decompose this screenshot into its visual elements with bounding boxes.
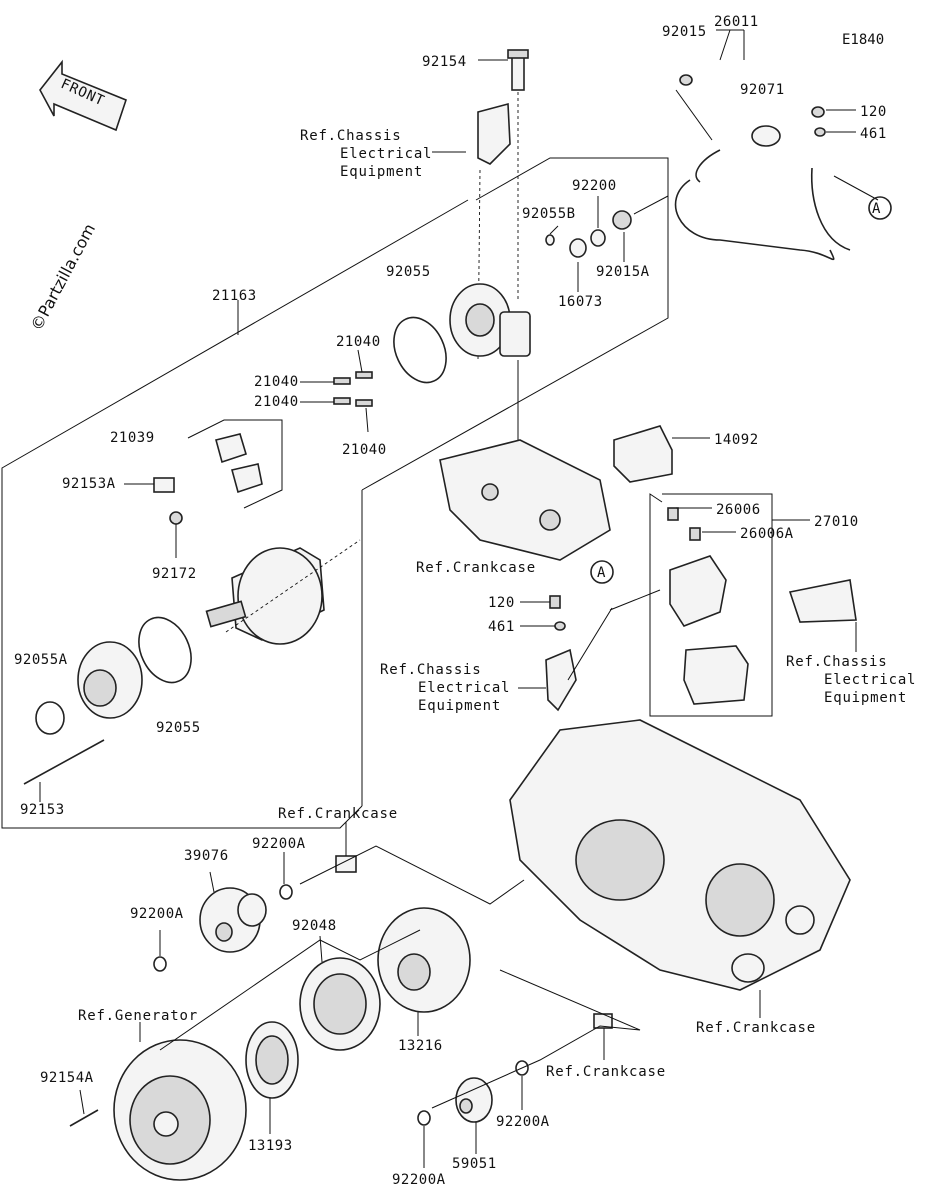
label-92154a: 92154A <box>40 1070 94 1086</box>
ref-chassis-top-line3: Equipment <box>340 164 423 180</box>
ref-generator: Ref.Generator <box>78 1008 198 1024</box>
o-ring-92055a <box>35 701 65 735</box>
label-92048: 92048 <box>292 918 337 934</box>
ref-chassis-top-line1: Ref.Chassis <box>300 128 402 144</box>
label-26011: 26011 <box>714 14 759 30</box>
label-16073: 16073 <box>558 294 603 310</box>
label-26006a: 26006A <box>740 526 794 542</box>
relay-mount-bracket-part <box>518 595 613 712</box>
copyright-watermark: ©Partzilla.com <box>27 220 99 333</box>
label-92200a-a: 92200A <box>252 836 306 852</box>
relay-cover-14092-part <box>613 425 710 483</box>
starter-idle-gear-39076-part <box>199 871 267 953</box>
thrust-plate-92048-part <box>299 935 381 1051</box>
ref-chassis-mid-line3: Equipment <box>418 698 501 714</box>
ref-chassis-mid-line2: Electrical <box>418 680 510 696</box>
label-92200a-c: 92200A <box>496 1114 550 1130</box>
label-120-mid: 120 <box>488 595 515 611</box>
generator-rotor-ref-part <box>113 929 421 1181</box>
one-way-clutch-13193-part <box>245 1021 299 1134</box>
chassis-bracket-right <box>788 579 857 652</box>
front-arrow-icon: FRONT <box>39 59 127 132</box>
ref-crankcase-mid: Ref.Crankcase <box>416 560 536 576</box>
label-92055a: 92055A <box>14 652 68 668</box>
ref-chassis-right-line3: Equipment <box>824 690 907 706</box>
label-59051: 59051 <box>452 1156 497 1172</box>
bolt-92153-part <box>23 739 105 802</box>
crankcase-ref-part <box>509 719 851 1018</box>
starter-gear-13216-part <box>377 907 471 1036</box>
label-461-mid: 461 <box>488 619 515 635</box>
ref-chassis-top-line2: Electrical <box>340 146 432 162</box>
crankcase-cover-ref-part <box>439 439 611 561</box>
brush-springs <box>300 349 373 433</box>
o-ring-92055-top <box>393 316 447 384</box>
ref-crankcase-right: Ref.Crankcase <box>696 1020 816 1036</box>
label-461-top: 461 <box>860 126 887 142</box>
label-26006: 26006 <box>716 502 761 518</box>
label-21040-b: 21040 <box>254 374 299 390</box>
bolt-92154-part <box>478 49 529 300</box>
washer-92200a-left <box>153 956 167 972</box>
callout-a-relay: A <box>597 565 606 581</box>
label-92200: 92200 <box>572 178 617 194</box>
callout-a-main: A <box>872 201 881 217</box>
terminal-washers <box>545 195 669 292</box>
label-92071: 92071 <box>740 82 785 98</box>
label-92200a-b: 92200A <box>130 906 184 922</box>
label-21040-a: 21040 <box>336 334 381 350</box>
starter-front-cover-part <box>77 641 143 719</box>
label-39076: 39076 <box>184 848 229 864</box>
label-21040-d: 21040 <box>342 442 387 458</box>
bolt-92154a-part <box>69 1089 99 1127</box>
diagram-code: E1840 <box>842 32 884 48</box>
starter-motor-body-part <box>205 539 361 645</box>
o-ring-92055-mid <box>138 616 192 684</box>
label-92015a: 92015A <box>596 264 650 280</box>
label-27010: 27010 <box>814 514 859 530</box>
washer-92200a-top <box>279 884 293 900</box>
label-21040-c: 21040 <box>254 394 299 410</box>
ref-chassis-right-line1: Ref.Chassis <box>786 654 888 670</box>
brush-holder-part <box>124 419 283 558</box>
starter-cable-26011-part <box>674 29 892 261</box>
label-92055-mid: 92055 <box>156 720 201 736</box>
label-92172: 92172 <box>152 566 197 582</box>
starter-drive-gear-59051-part <box>417 969 641 1168</box>
ref-crankcase-top-gear: Ref.Crankcase <box>278 806 398 822</box>
label-92055-top: 92055 <box>386 264 431 280</box>
label-92154: 92154 <box>422 54 467 70</box>
label-92015: 92015 <box>662 24 707 40</box>
label-120-top: 120 <box>860 104 887 120</box>
ref-chassis-right-line2: Electrical <box>824 672 916 688</box>
chassis-wire-clamp-top <box>432 102 511 361</box>
ref-chassis-mid-line1: Ref.Chassis <box>380 662 482 678</box>
label-92153: 92153 <box>20 802 65 818</box>
label-92055b: 92055B <box>522 206 576 222</box>
label-13216: 13216 <box>398 1038 443 1054</box>
label-92200a-d: 92200A <box>392 1172 446 1188</box>
label-21039: 21039 <box>110 430 155 446</box>
ref-crankcase-bottom: Ref.Crankcase <box>546 1064 666 1080</box>
label-92153a: 92153A <box>62 476 116 492</box>
starter-motor-group-outline <box>1 157 669 829</box>
label-21163: 21163 <box>212 288 257 304</box>
label-14092: 14092 <box>714 432 759 448</box>
label-13193: 13193 <box>248 1138 293 1154</box>
starter-relay-group-part <box>590 493 810 717</box>
